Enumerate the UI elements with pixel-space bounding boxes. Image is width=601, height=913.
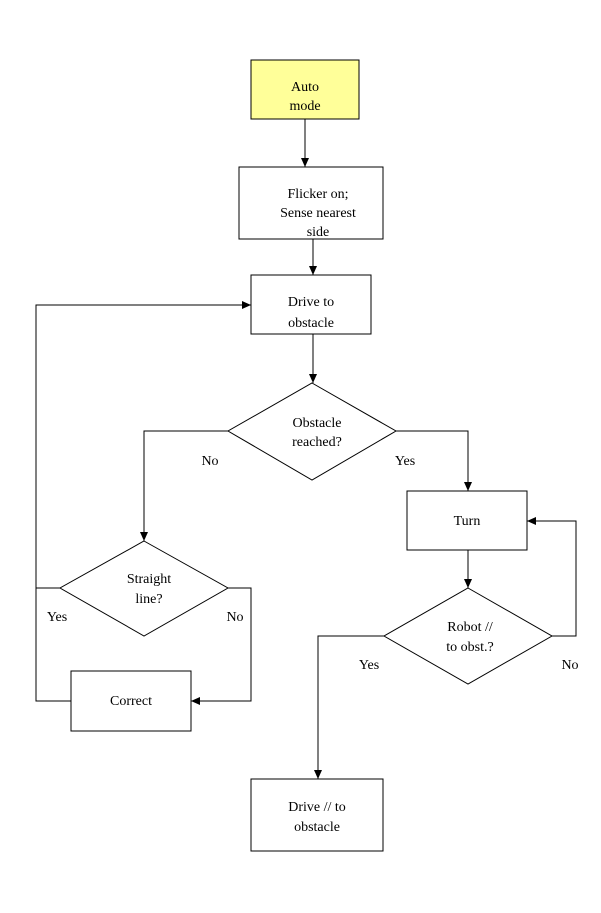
label-straight-yes: Yes bbox=[47, 610, 67, 625]
obstacle-reached-line1: Obstacle bbox=[293, 416, 342, 431]
node-flicker-sense: Flicker on; Sense nearest side bbox=[238, 166, 384, 240]
label-obstacle-no: No bbox=[201, 454, 218, 469]
arrow-robot-yes bbox=[314, 635, 384, 779]
arrow-straight-yes-loop bbox=[35, 301, 251, 589]
drive-line2: obstacle bbox=[288, 316, 334, 331]
label-straight-no: No bbox=[226, 610, 243, 625]
turn-label: Turn bbox=[454, 514, 481, 529]
label-robot-no: No bbox=[561, 658, 578, 673]
auto-mode-line1: Auto bbox=[291, 80, 319, 95]
drive-line1: Drive to bbox=[288, 295, 334, 310]
node-turn: Turn bbox=[406, 490, 528, 551]
arrow-robot-no-loop bbox=[527, 517, 577, 637]
obstacle-reached-line2: reached? bbox=[292, 435, 342, 450]
arrow-straight-no bbox=[191, 587, 252, 705]
robot-parallel-line1: Robot // bbox=[447, 620, 493, 635]
drive-parallel-line1: Drive // to bbox=[288, 800, 346, 815]
label-robot-yes: Yes bbox=[359, 658, 379, 673]
straight-line-line2: line? bbox=[135, 592, 162, 607]
node-drive-to-obstacle: Drive to obstacle bbox=[250, 274, 372, 335]
flicker-line3: side bbox=[307, 225, 330, 240]
node-auto-mode: Auto mode bbox=[250, 59, 360, 120]
flicker-line2: Sense nearest bbox=[280, 206, 356, 221]
line-correct-loop bbox=[35, 588, 71, 702]
node-correct: Correct bbox=[70, 670, 192, 732]
correct-label: Correct bbox=[110, 694, 152, 709]
arrow-obstacle-no bbox=[140, 430, 228, 541]
decision-straight-line: Straight line? bbox=[58, 540, 230, 637]
drive-parallel-line2: obstacle bbox=[294, 820, 340, 835]
decision-robot-parallel: Robot // to obst.? bbox=[382, 587, 554, 685]
robot-parallel-line2: to obst.? bbox=[446, 640, 493, 655]
auto-mode-line2: mode bbox=[289, 99, 320, 114]
decision-obstacle-reached: Obstacle reached? bbox=[227, 382, 397, 481]
arrow-obstacle-yes bbox=[396, 430, 472, 491]
straight-line-line1: Straight bbox=[127, 572, 171, 587]
label-obstacle-yes: Yes bbox=[395, 454, 415, 469]
flicker-line1: Flicker on; bbox=[287, 187, 348, 202]
node-drive-parallel: Drive // to obstacle bbox=[250, 778, 384, 852]
